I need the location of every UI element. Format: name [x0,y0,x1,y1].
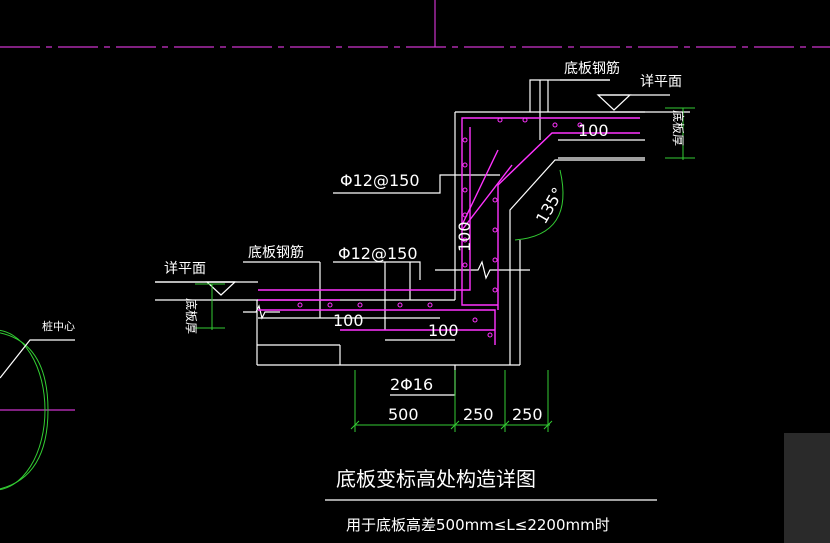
label-rebar-bottom: 2Φ16 [390,375,433,394]
label-pile-center: 桩中心 [42,319,75,333]
label-lap-lower-right: 100 [428,321,459,340]
dimension-500: 500 [388,405,419,424]
label-slab-thickness-lower: 底板厚 [184,298,199,334]
label-slab-thickness-upper: 底板厚 [671,110,686,146]
dimension-250-left: 250 [463,405,494,424]
side-panel [784,433,830,543]
slab-structure [0,79,690,501]
label-lap-lower-left: 100 [333,311,364,330]
rebar-dots [297,117,583,338]
dimension-250-right: 250 [512,405,543,424]
label-bottom-rebar-lower: 底板钢筋 [248,244,304,261]
label-bottom-rebar-upper: 底板钢筋 [564,60,620,77]
label-lap-vertical: 100 [455,221,474,252]
label-finish-level-upper: 详平面 [640,74,682,90]
pile-circle-arc [0,332,49,490]
drawing-subtitle: 用于底板高差500mm≤L≤2200mm时 [346,516,610,534]
drawing-title: 底板变标高处构造详图 [336,467,536,491]
label-finish-level-lower: 详平面 [164,261,206,277]
label-rebar-upper: Φ12@150 [340,171,420,190]
label-lap-upper: 100 [578,121,609,140]
label-rebar-lower: Φ12@150 [338,244,418,263]
rebar [258,117,640,345]
axis-lines [0,0,830,411]
dimensions [195,107,695,432]
